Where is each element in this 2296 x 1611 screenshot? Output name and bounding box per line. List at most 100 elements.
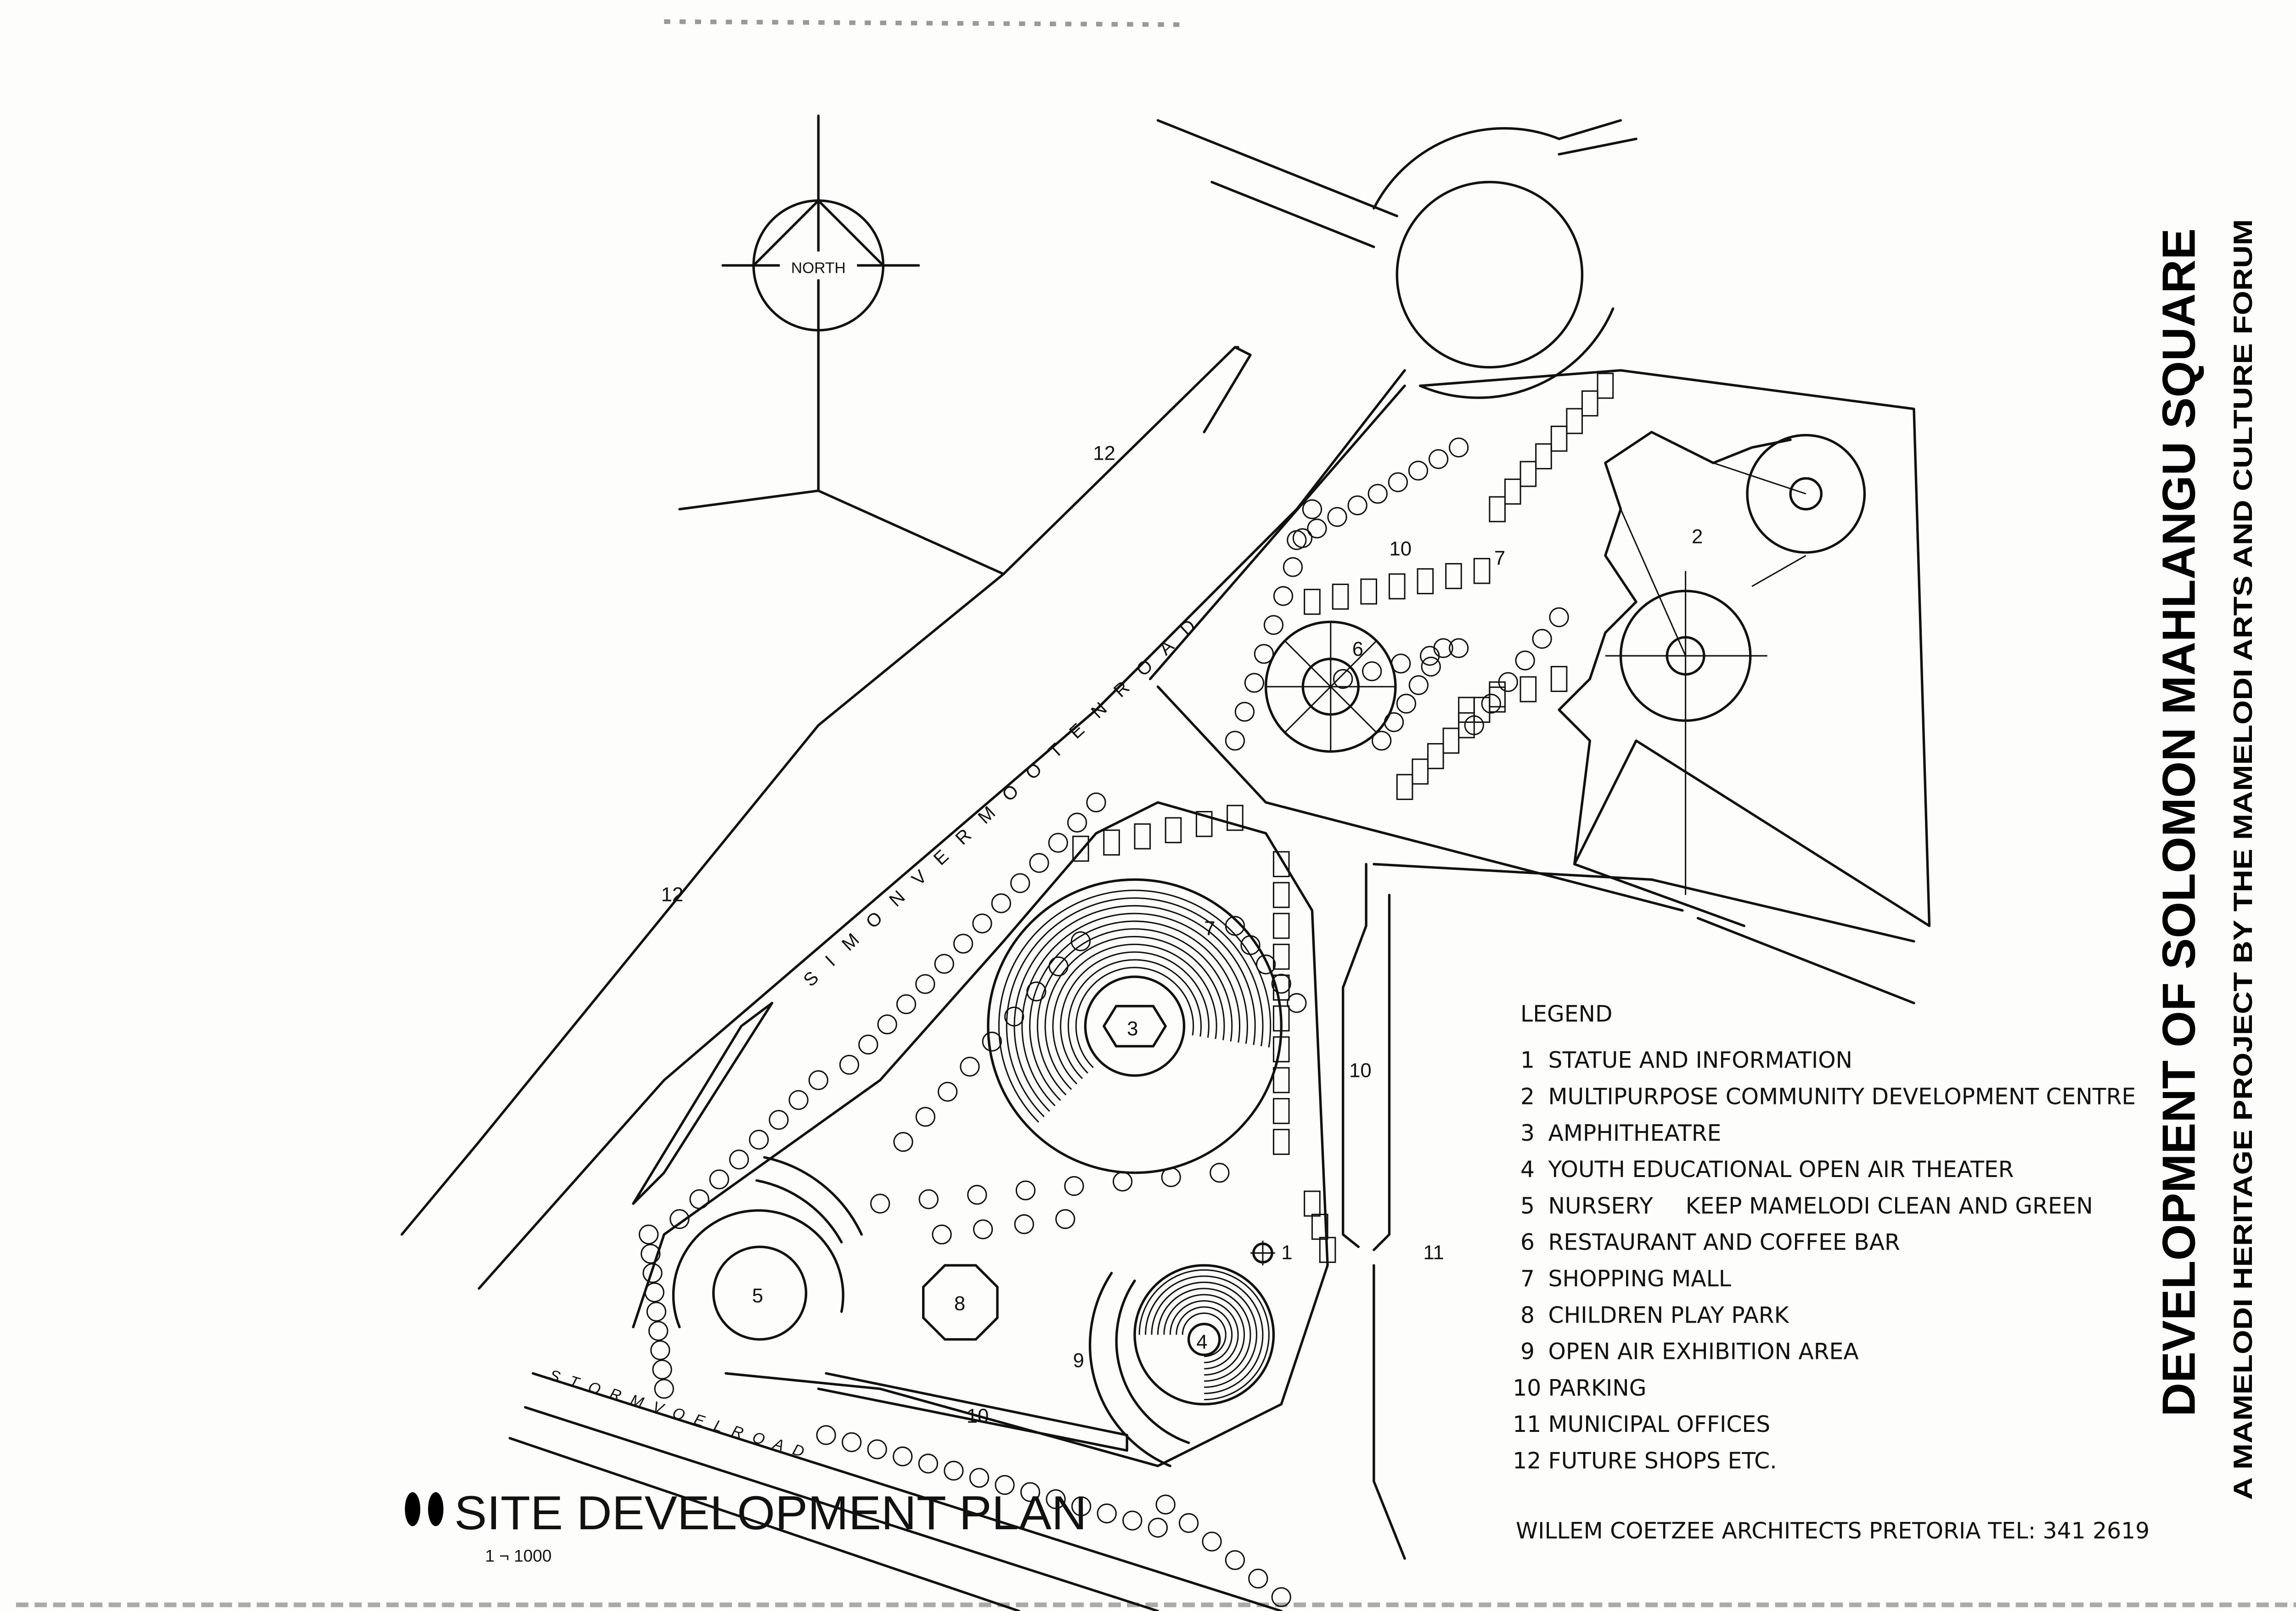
legend-label: PARKING [1548, 1375, 1647, 1401]
tree-icon [1064, 1176, 1084, 1196]
legend-note: KEEP MAMELODI CLEAN AND GREEN [1686, 1193, 2093, 1219]
label-amphitheatre: 3 [1127, 1018, 1138, 1040]
tree-icon [1067, 812, 1087, 833]
parking-bay [1304, 589, 1321, 615]
amphitheatre-shape [987, 878, 1283, 1174]
tree-icon [1448, 638, 1469, 658]
tree-icon [1333, 669, 1353, 689]
parking-bay [1272, 851, 1290, 878]
tree-icon [1271, 1587, 1291, 1607]
label-centre: 2 [1692, 525, 1703, 548]
tree-icon [1046, 1489, 1066, 1510]
tree-icon [652, 1359, 672, 1380]
parking-bay [1489, 496, 1506, 523]
legend-label: YOUTH EDUCATIONAL OPEN AIR THEATER [1548, 1157, 2014, 1183]
legend-number: 1 [1520, 1048, 1535, 1073]
legend-label: MUNICIPAL OFFICES [1548, 1412, 1771, 1437]
tree-icon [995, 1475, 1015, 1495]
parking-bay [1566, 408, 1583, 434]
label-offices: 11 [1423, 1241, 1444, 1264]
label-mall-top: 7 [1494, 547, 1505, 569]
parking-bay [1412, 758, 1429, 785]
label-parking-top: 10 [1389, 538, 1412, 560]
legend-number: 4 [1520, 1157, 1535, 1183]
parking-bay [1103, 829, 1120, 856]
parking-bay [1396, 774, 1413, 800]
tree-icon [1367, 484, 1388, 504]
tree-icon [1254, 644, 1274, 664]
legend-number: 8 [1520, 1302, 1535, 1328]
parking-bay [1072, 835, 1089, 862]
tree-icon [648, 1321, 669, 1341]
tree-icon [1271, 974, 1291, 994]
parking-bay [1272, 1036, 1290, 1063]
parking-bay [1550, 666, 1568, 692]
parking-bay [1272, 913, 1290, 939]
parking-bay [1442, 727, 1460, 754]
tree-icon [932, 1224, 952, 1245]
parking-bay [1360, 578, 1377, 605]
tree-icon [1421, 656, 1441, 677]
north-label: NORTH [791, 260, 846, 277]
label-exhibition: 9 [1073, 1349, 1084, 1372]
tree-icon [944, 1460, 964, 1481]
label-mall-mid: 7 [1204, 917, 1215, 940]
tree-icon [769, 1110, 789, 1130]
parking-bay [1504, 479, 1521, 505]
parking-bay [1332, 583, 1349, 610]
statue-icon [1250, 1240, 1275, 1266]
tree-icon [638, 1224, 659, 1245]
legend-item: 10 PARKING [1513, 1375, 1646, 1401]
label-zone-12-left: 12 [661, 883, 683, 906]
plan-title-block: SITE DEVELOPMENT PLAN 1 ¬ 1000 [405, 1487, 1087, 1565]
parking-bay [1272, 943, 1290, 970]
tree-icon [788, 1090, 809, 1110]
legend-number: 12 [1513, 1448, 1541, 1474]
legend-number: 6 [1520, 1230, 1535, 1256]
tree-icon [1408, 461, 1429, 481]
legend-number: 9 [1520, 1339, 1535, 1365]
map-labels: 12 12 10 7 2 6 7 3 10 11 1 5 8 9 4 10 [661, 442, 1703, 1427]
restaurant-shape [1264, 620, 1397, 753]
tree-icon [1428, 449, 1449, 469]
tree-icon [642, 1263, 663, 1283]
label-zone-12-top: 12 [1093, 442, 1115, 464]
tree-icon [1086, 792, 1106, 812]
parking-bay [1597, 372, 1614, 399]
parking-bay [1581, 390, 1598, 417]
label-nursery: 5 [752, 1284, 763, 1307]
tree-icon [1302, 499, 1322, 519]
tree-icon [1122, 1510, 1142, 1531]
youth-theater-shape [1089, 1264, 1275, 1467]
parking-bay [1272, 1067, 1290, 1093]
tree-icon [1532, 629, 1552, 649]
tree-icon [915, 974, 935, 994]
tree-icon [1048, 956, 1069, 976]
tree-icon [1015, 1180, 1036, 1200]
parking-bay [1427, 743, 1444, 769]
tree-icon [1161, 1167, 1181, 1187]
tree-icon [972, 913, 992, 934]
parking-bay [1272, 1129, 1290, 1155]
tree-icon [709, 1169, 729, 1189]
legend-number: 10 [1513, 1375, 1541, 1401]
tree-icon [1515, 650, 1535, 670]
tree-icon [953, 934, 974, 954]
label-parking-right: 10 [1349, 1059, 1372, 1082]
tree-icon [967, 1185, 987, 1205]
tree-icon [1347, 495, 1367, 516]
tree-icon [689, 1189, 709, 1209]
legend-label: AMPHITHEATRE [1548, 1121, 1722, 1146]
parking-bays [1072, 372, 1614, 1263]
parking-bay [1272, 1005, 1290, 1032]
drawing-title: DEVELOPMENT OF SOLOMON MAHLANGU SQUARE [2153, 228, 2205, 1416]
community-centre-shape [1558, 431, 1866, 895]
